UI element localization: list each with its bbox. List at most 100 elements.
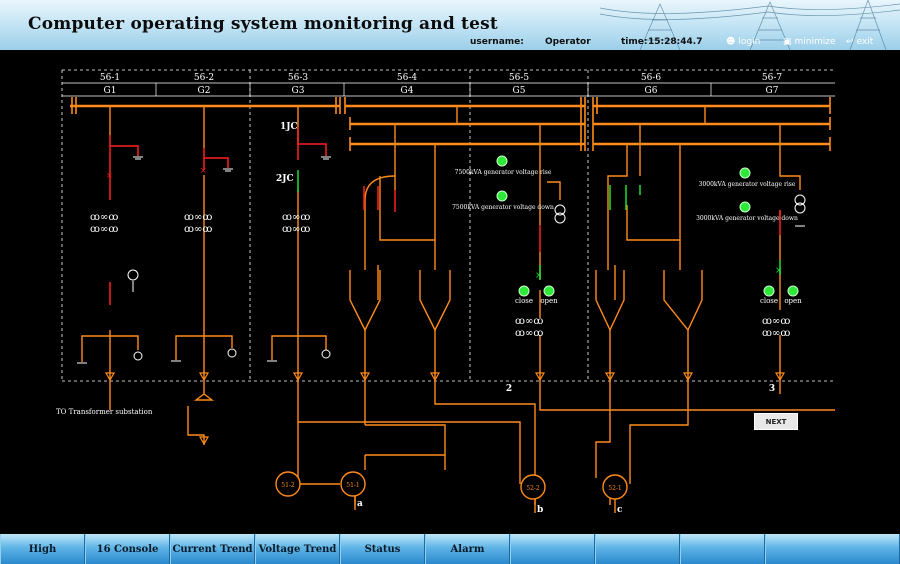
breaker-51-2[interactable] xyxy=(275,471,301,497)
g7-voltage-down-indicator[interactable] xyxy=(739,201,751,213)
tab-empty-2[interactable] xyxy=(595,534,680,564)
gen-label-g7: G7 xyxy=(766,86,779,96)
g5-close-button[interactable] xyxy=(518,285,530,297)
feeder-wiring xyxy=(81,106,835,505)
exit-button[interactable]: ↩exit xyxy=(846,37,874,47)
time-value: 15:28:44.7 xyxy=(648,37,703,47)
diagram-canvas: 56-1 56-2 56-3 56-4 56-5 56-6 56-7 G1 G2… xyxy=(56,69,835,515)
ground-symbols xyxy=(77,156,805,364)
bay-code-56-2: 56-2 xyxy=(194,73,214,83)
gen-label-g5: G5 xyxy=(513,86,526,96)
svg-text:ꝏ∞ꝏ: ꝏ∞ꝏ xyxy=(515,316,543,327)
g7-voltage-rise-indicator[interactable] xyxy=(739,167,751,179)
g7-close-label: close xyxy=(760,297,778,305)
g5-voltage-down-indicator[interactable] xyxy=(496,190,508,202)
minimize-button[interactable]: ▣minimize xyxy=(783,37,836,47)
bay-code-56-1: 56-1 xyxy=(100,73,120,83)
login-button[interactable]: ☻login xyxy=(726,37,761,47)
breakers xyxy=(275,471,628,500)
exit-icon: ↩ xyxy=(846,37,854,47)
tab-empty-4[interactable] xyxy=(765,534,900,564)
g7-voltage-rise-label: 3000kVA generator voltage rise xyxy=(699,181,796,188)
user-icon: ☻ xyxy=(726,37,736,47)
tab-high[interactable]: High xyxy=(0,534,85,564)
phase-c-label: c xyxy=(617,505,623,515)
single-line-diagram: 56-1 56-2 56-3 56-4 56-5 56-6 56-7 G1 G2… xyxy=(0,50,900,534)
breaker-51-1[interactable] xyxy=(340,471,366,497)
transformer-coils: ꝏ∞ꝏꝏ∞ꝏ ꝏ∞ꝏꝏ∞ꝏ ꝏ∞ꝏꝏ∞ꝏ ꝏ∞ꝏꝏ∞ꝏ ꝏ∞ꝏꝏ∞ꝏ xyxy=(90,212,790,339)
open-switch-segments xyxy=(297,170,781,280)
transformer-substation-label: TO Transformer substation xyxy=(56,408,153,416)
svg-text:ꝏ∞ꝏ: ꝏ∞ꝏ xyxy=(762,328,790,339)
phase-a-label: a xyxy=(357,499,363,509)
switch-1jc-label: 1JC xyxy=(280,122,298,132)
svg-text:ꝏ∞ꝏ: ꝏ∞ꝏ xyxy=(515,328,543,339)
open-marks: × × xyxy=(535,266,783,281)
gen-label-g2: G2 xyxy=(198,86,211,96)
svg-text:×: × xyxy=(106,171,113,180)
next-button[interactable]: NEXT xyxy=(754,413,798,430)
g5-open-label: open xyxy=(540,297,558,305)
bay-code-56-6: 56-6 xyxy=(641,73,661,83)
tab-empty-3[interactable] xyxy=(680,534,765,564)
tab-voltage-trend[interactable]: Voltage Trend xyxy=(255,534,340,564)
breaker-52-1-label: 52-1 xyxy=(608,485,621,492)
closed-switch-segments xyxy=(109,127,781,305)
tab-empty-1[interactable] xyxy=(510,534,595,564)
svg-text:ꝏ∞ꝏ: ꝏ∞ꝏ xyxy=(762,316,790,327)
gen-label-g6: G6 xyxy=(645,86,658,96)
section-2-label: 2 xyxy=(506,384,512,394)
svg-text:×: × xyxy=(535,271,543,281)
window-icon: ▣ xyxy=(783,37,792,47)
power-pylon-graphic xyxy=(600,0,900,50)
bay-code-56-3: 56-3 xyxy=(288,73,308,83)
svg-text:ꝏ∞ꝏ: ꝏ∞ꝏ xyxy=(282,224,310,235)
tab-16-console[interactable]: 16 Console xyxy=(85,534,170,564)
g7-open-button[interactable] xyxy=(787,285,799,297)
g7-close-button[interactable] xyxy=(763,285,775,297)
breaker-51-2-label: 51-2 xyxy=(281,482,295,489)
bottom-tab-bar: High 16 Console Current Trend Voltage Tr… xyxy=(0,534,900,564)
gen-label-g1: G1 xyxy=(104,86,117,96)
bay-frame xyxy=(61,69,835,382)
main-busbars xyxy=(70,104,830,146)
title-bar: Computer operating system monitoring and… xyxy=(0,0,900,50)
svg-text:ꝏ∞ꝏ: ꝏ∞ꝏ xyxy=(282,212,310,223)
gen-label-g3: G3 xyxy=(292,86,305,96)
svg-text:ꝏ∞ꝏ: ꝏ∞ꝏ xyxy=(184,224,212,235)
g5-close-label: close xyxy=(515,297,533,305)
svg-text:ꝏ∞ꝏ: ꝏ∞ꝏ xyxy=(90,224,118,235)
bay-code-56-7: 56-7 xyxy=(762,73,782,83)
switch-2jc-label: 2JC xyxy=(276,174,294,184)
closed-marks: × × xyxy=(106,166,207,180)
g5-voltage-rise-indicator[interactable] xyxy=(496,155,508,167)
breaker-52-2[interactable] xyxy=(520,474,546,500)
bay-code-56-5: 56-5 xyxy=(509,73,529,83)
g7-voltage-down-label: 3000kVA generator voltage down xyxy=(696,215,798,222)
app-title: Computer operating system monitoring and… xyxy=(28,14,498,34)
gen-label-g4: G4 xyxy=(401,86,414,96)
svg-text:ꝏ∞ꝏ: ꝏ∞ꝏ xyxy=(90,212,118,223)
phase-b-label: b xyxy=(537,505,543,515)
bus-end-caps xyxy=(71,97,831,151)
g7-open-label: open xyxy=(784,297,802,305)
phase-stubs xyxy=(354,496,616,513)
breaker-51-1-label: 51-1 xyxy=(346,482,359,489)
time-label: time: xyxy=(621,37,648,47)
g5-voltage-down-label: 7500kVA generator voltage down xyxy=(452,204,554,211)
bay-header-rule xyxy=(62,82,835,97)
svg-text:×: × xyxy=(200,166,207,175)
section-3-label: 3 xyxy=(769,384,775,394)
svg-text:×: × xyxy=(775,266,783,276)
tab-current-trend[interactable]: Current Trend xyxy=(170,534,255,564)
tab-alarm[interactable]: Alarm xyxy=(425,534,510,564)
gen-symbols xyxy=(127,194,806,361)
g5-open-button[interactable] xyxy=(543,285,555,297)
svg-text:ꝏ∞ꝏ: ꝏ∞ꝏ xyxy=(184,212,212,223)
tab-status[interactable]: Status xyxy=(340,534,425,564)
bay-code-56-4: 56-4 xyxy=(397,73,417,83)
g5-voltage-rise-label: 7500kVA generator voltage rise xyxy=(455,169,552,176)
breaker-52-2-label: 52-2 xyxy=(526,485,540,492)
username-label: username: xyxy=(470,37,524,47)
username-value: Operator xyxy=(545,37,591,47)
